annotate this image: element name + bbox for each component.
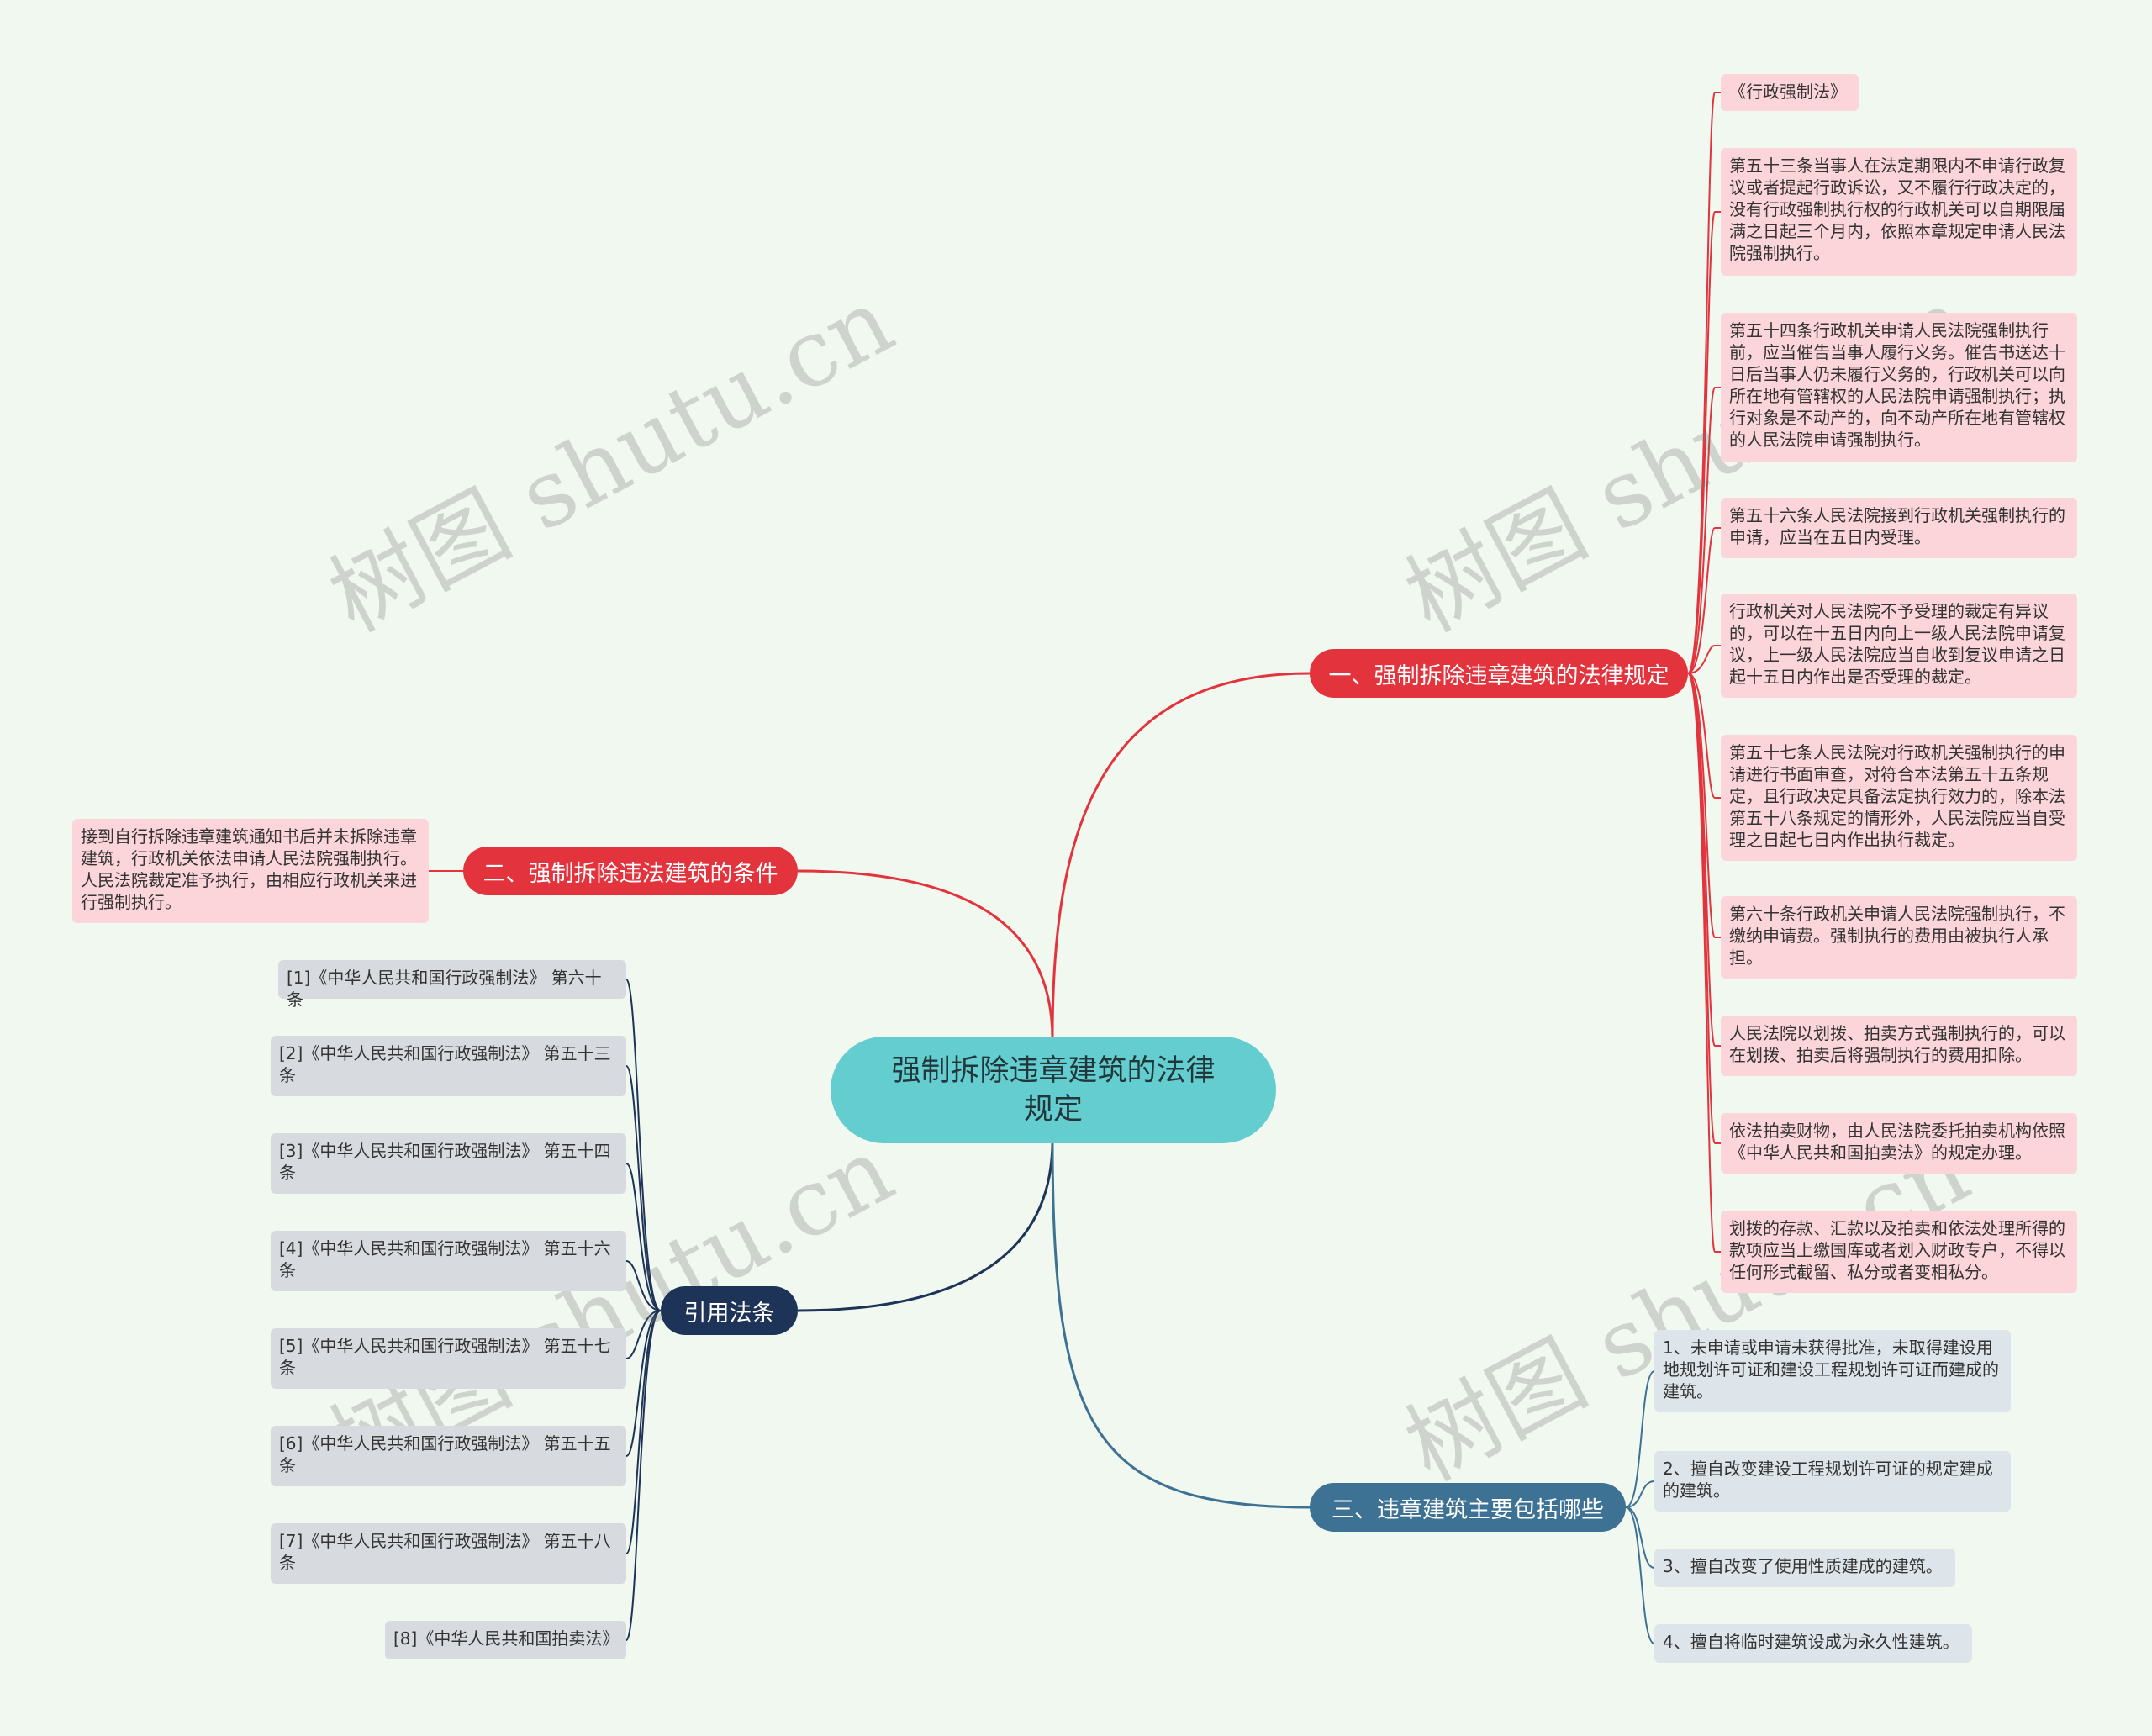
link-branch1-leaf-2 [1687, 387, 1721, 674]
link-root-branch4 [1051, 1140, 1311, 1509]
leaf-provision-1[interactable]: 第五十三条当事人在法定期限内不申请行政复议或者提起行政诉讼，又不履行行政决定的，… [1721, 148, 2077, 276]
link-branch1-leaf-0 [1687, 92, 1721, 674]
link-branch4-leaf-3 [1625, 1506, 1655, 1644]
leaf-provision-0[interactable]: 《行政强制法》 [1721, 74, 1859, 111]
leaf-type-3[interactable]: 3、擅自改变了使用性质建成的建筑。 [1654, 1549, 1955, 1587]
branch-demolition-conditions[interactable]: 二、强制拆除违法建筑的条件 [463, 847, 798, 895]
link-branch4-leaf-0 [1625, 1370, 1655, 1508]
root-topic[interactable]: 强制拆除违章建筑的法律规定 [831, 1037, 1276, 1143]
leaf-provision-8[interactable]: 依法拍卖财物，由人民法院委托拍卖机构依照《中华人民共和国拍卖法》的规定办理。 [1721, 1113, 2077, 1174]
link-branch3-leaf-0 [625, 979, 662, 1311]
leaf-citation-2[interactable]: [3]《中华人民共和国行政强制法》 第五十四条 [271, 1133, 626, 1194]
link-branch1-leaf-6 [1687, 673, 1721, 938]
link-root-branch1 [1051, 672, 1311, 1040]
link-branch3-leaf-4 [625, 1310, 662, 1359]
link-branch3-leaf-7 [625, 1310, 662, 1641]
leaf-citation-6[interactable]: [7]《中华人民共和国行政强制法》 第五十八条 [271, 1523, 626, 1584]
leaf-type-1[interactable]: 1、未申请或申请未获得批准，未取得建设用地规划许可证和建设工程规划许可证而建成的… [1654, 1330, 2011, 1412]
leaf-condition[interactable]: 接到自行拆除违章建筑通知书后并未拆除违章建筑，行政机关依法申请人民法院强制执行。… [72, 819, 429, 923]
branch-illegal-building-types[interactable]: 三、违章建筑主要包括哪些 [1310, 1483, 1626, 1532]
link-branch3-leaf-3 [625, 1260, 662, 1311]
leaf-citation-3[interactable]: [4]《中华人民共和国行政强制法》 第五十六条 [271, 1231, 626, 1291]
leaf-provision-6[interactable]: 第六十条行政机关申请人民法院强制执行，不缴纳申请费。强制执行的费用由被执行人承担… [1721, 896, 2077, 979]
link-branch1-leaf-5 [1687, 673, 1721, 799]
link-branch1-leaf-7 [1687, 673, 1721, 1047]
link-branch3-leaf-2 [625, 1163, 662, 1311]
branch-cited-articles[interactable]: 引用法条 [661, 1286, 798, 1335]
link-branch1-leaf-4 [1687, 645, 1721, 674]
link-branch3-leaf-5 [625, 1310, 662, 1457]
link-root-branch3 [797, 1140, 1054, 1312]
link-branch1-leaf-1 [1687, 211, 1721, 674]
link-root-branch2 [797, 869, 1054, 1040]
leaf-provision-5[interactable]: 第五十七条人民法院对行政机关强制执行的申请进行书面审查，对符合本法第五十五条规定… [1721, 735, 2077, 861]
leaf-type-4[interactable]: 4、擅自将临时建筑设成为永久性建筑。 [1654, 1624, 1972, 1663]
leaf-provision-9[interactable]: 划拨的存款、汇款以及拍卖和依法处理所得的款项应当上缴国库或者划入财政专户，不得以… [1721, 1211, 2077, 1293]
link-branch3-leaf-1 [625, 1065, 662, 1311]
leaf-citation-0[interactable]: [1]《中华人民共和国行政强制法》 第六十条 [278, 960, 626, 1010]
leaf-citation-4[interactable]: [5]《中华人民共和国行政强制法》 第五十七条 [271, 1328, 626, 1389]
leaf-provision-7[interactable]: 人民法院以划拨、拍卖方式强制执行的，可以在划拨、拍卖后将强制执行的费用扣除。 [1721, 1016, 2077, 1076]
link-branch1-leaf-3 [1687, 527, 1721, 674]
leaf-provision-4[interactable]: 行政机关对人民法院不予受理的裁定有异议的，可以在十五日内向上一级人民法院申请复议… [1721, 594, 2077, 698]
link-branch4-leaf-1 [1625, 1480, 1655, 1508]
link-branch4-leaf-2 [1625, 1506, 1655, 1569]
leaf-citation-1[interactable]: [2]《中华人民共和国行政强制法》 第五十三条 [271, 1036, 626, 1096]
link-branch3-leaf-6 [625, 1310, 662, 1554]
link-branch1-leaf-9 [1687, 673, 1721, 1253]
leaf-provision-3[interactable]: 第五十六条人民法院接到行政机关强制执行的申请，应当在五日内受理。 [1721, 498, 2077, 558]
leaf-provision-2[interactable]: 第五十四条行政机关申请人民法院强制执行前，应当催告当事人履行义务。催告书送达十日… [1721, 313, 2077, 462]
leaf-citation-5[interactable]: [6]《中华人民共和国行政强制法》 第五十五条 [271, 1426, 626, 1486]
leaf-citation-7[interactable]: [8]《中华人民共和国拍卖法》 [385, 1621, 626, 1659]
branch-legal-provisions[interactable]: 一、强制拆除违章建筑的法律规定 [1310, 649, 1688, 698]
leaf-type-2[interactable]: 2、擅自改变建设工程规划许可证的规定建成的建筑。 [1654, 1451, 2011, 1512]
